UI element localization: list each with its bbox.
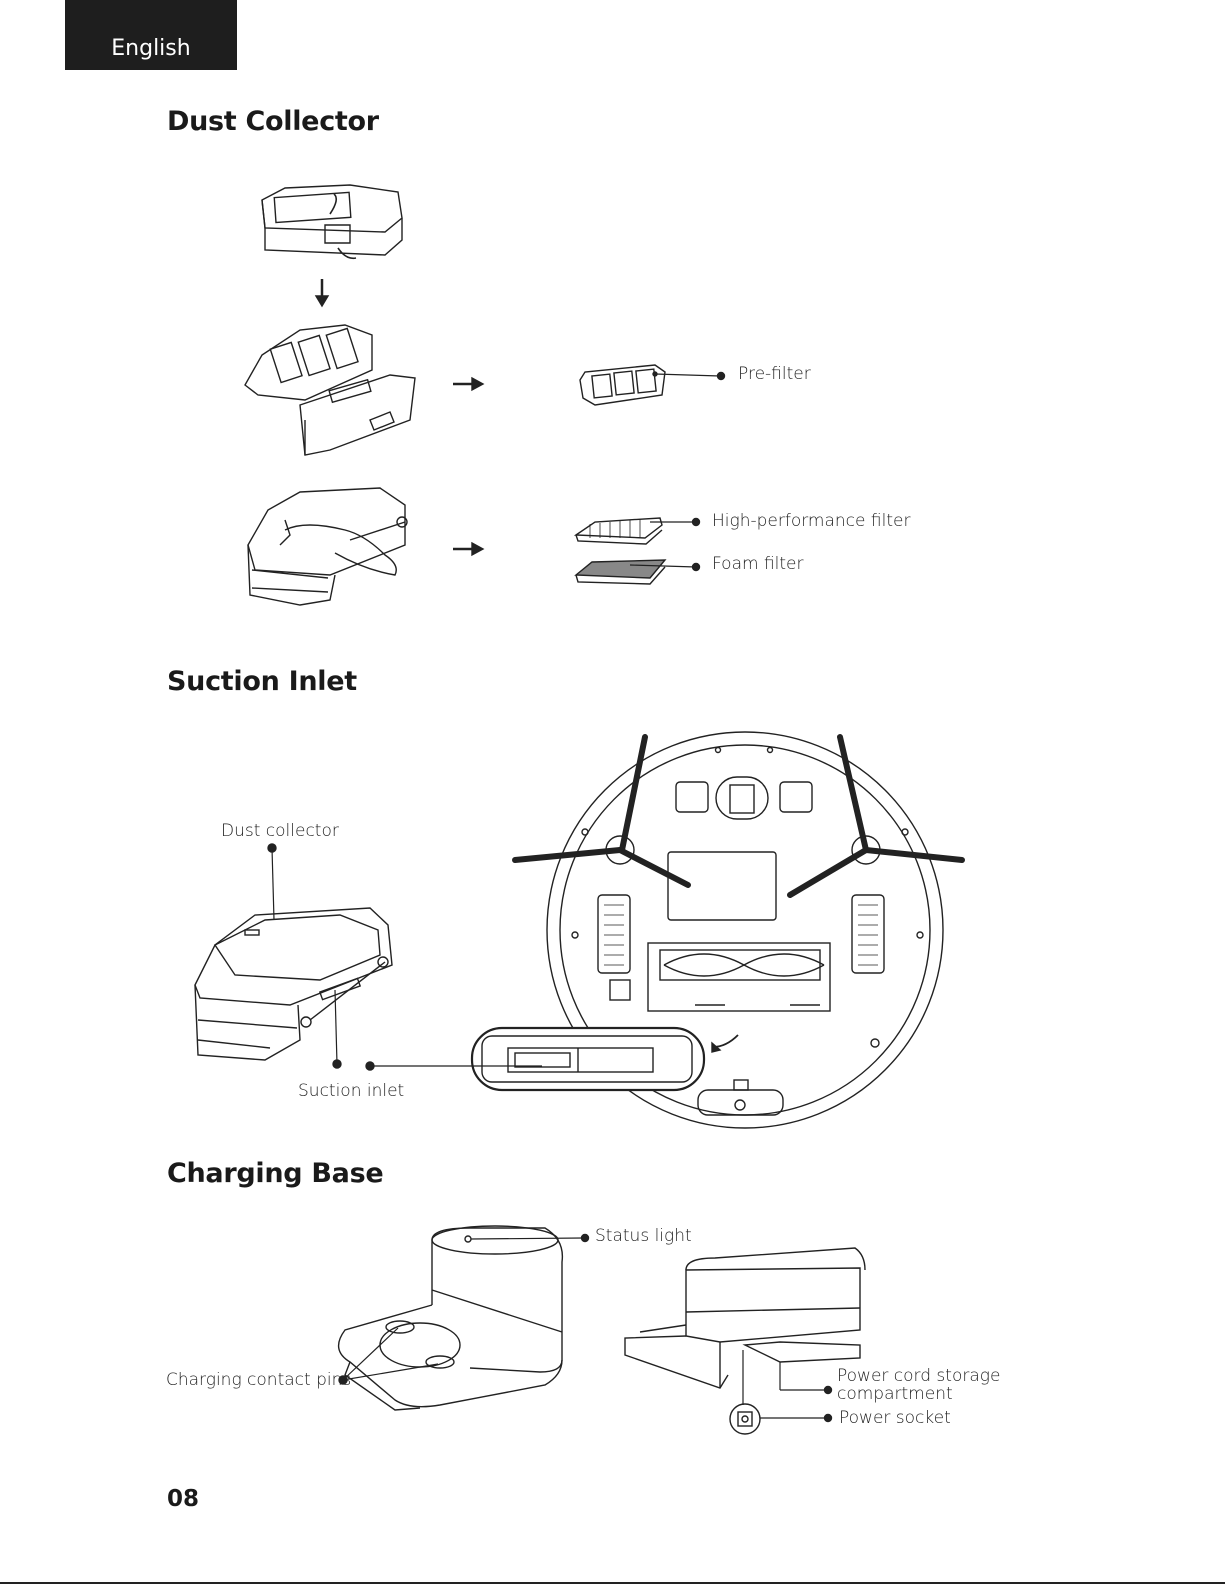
high-performance-filter-label: High-performance filter (712, 511, 910, 531)
charging-base-front-illustration (339, 1226, 589, 1410)
power-socket-label: Power socket (839, 1408, 951, 1428)
page-number: 08 (167, 1486, 199, 1512)
bottom-rule (0, 1582, 1225, 1584)
power-cord-storage-label-line2: compartment (837, 1384, 953, 1404)
suction-inlet-callout (366, 1028, 704, 1090)
foam-filter-illustration (576, 560, 700, 584)
dust-collector-lid-illustration (262, 185, 402, 258)
right-arrow-icon (453, 543, 483, 555)
suction-inlet-label: Suction inlet (298, 1081, 404, 1101)
charging-contact-pins-label: Charging contact pins (166, 1370, 351, 1390)
dust-collector-open-illustration (245, 325, 415, 455)
pre-filter-illustration (580, 365, 725, 405)
dust-collector-side-illustration (195, 844, 392, 1068)
dust-collector-label: Dust collector (221, 821, 339, 841)
down-arrow-icon (316, 279, 328, 306)
high-performance-filter-illustration (576, 518, 700, 544)
pre-filter-label: Pre-filter (738, 364, 811, 384)
foam-filter-label: Foam filter (712, 554, 804, 574)
power-cord-storage-label-line1: Power cord storage (837, 1366, 1000, 1386)
charging-base-back-illustration (625, 1248, 865, 1434)
dust-collector-filter-removal-illustration (248, 488, 407, 605)
status-light-label: Status light (595, 1226, 692, 1246)
right-arrow-icon (453, 378, 483, 390)
